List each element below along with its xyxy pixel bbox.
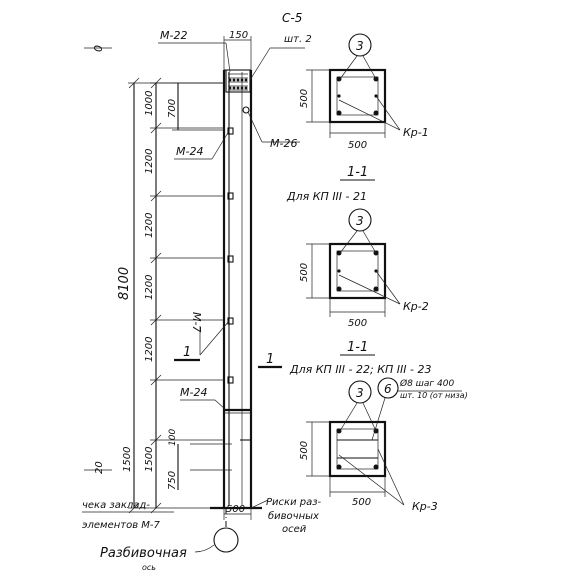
dim-700: 700 xyxy=(167,99,178,118)
section-1-cage: Кр-1 xyxy=(403,126,429,139)
section-3-mark-circle xyxy=(348,380,372,404)
dim-1200-b: 1200 xyxy=(144,213,155,238)
dim-total-8100: 8100 xyxy=(117,267,132,300)
marking-axis-title: Разбивочная xyxy=(100,546,187,561)
column-elevation: 150 М-22 С-5 шт. 2 М-26 М-24 М-7 1 1 М-2… xyxy=(82,11,322,572)
section-2-mark-circle xyxy=(348,208,372,232)
label-m26: М-26 xyxy=(270,137,297,150)
section-3-bar-mark: 3 xyxy=(356,386,364,400)
section-1-caption: Для КП III - 21 xyxy=(286,190,367,203)
dim-1200-c: 1200 xyxy=(144,275,155,300)
dim-bottom-500: 500 xyxy=(226,504,245,515)
dim-750: 750 xyxy=(167,471,178,490)
dim-100: 100 xyxy=(168,429,178,446)
level-zero: 0 xyxy=(92,45,105,52)
section-1-width: 500 xyxy=(348,140,367,151)
axis-risk-line2: бивочных xyxy=(268,510,319,522)
axis-risk-line1: Риски раз- xyxy=(266,497,322,508)
section-3-cage: Кр-3 xyxy=(412,500,438,513)
section-mark-right: 1 xyxy=(266,352,274,367)
dim-1500-a: 1500 xyxy=(122,447,133,472)
section-1-title: 1-1 xyxy=(347,165,368,180)
dim-1200-a: 1200 xyxy=(144,149,155,174)
dim-1000: 1000 xyxy=(144,91,155,116)
axis-risk-line3: осей xyxy=(282,524,307,535)
section-2-outline xyxy=(328,242,387,300)
dim-1500-b: 1500 xyxy=(144,447,155,472)
section-2-title: 1-1 xyxy=(347,340,368,355)
section-mark-left: 1 xyxy=(183,345,191,360)
section-3-side: 500 xyxy=(299,441,310,460)
marking-axis-sub: ось xyxy=(142,563,156,572)
section-1-bars xyxy=(336,76,379,116)
dim-1200-d: 1200 xyxy=(144,337,155,362)
section-3: 3 6 Ø8 шаг 400 шт. 10 (от низа) 500 500 … xyxy=(299,377,468,513)
axis-marker-circle xyxy=(213,527,239,553)
section-3-bar-mark-2: 6 xyxy=(384,382,392,396)
section-3-note-2: шт. 10 (от низа) xyxy=(400,391,468,400)
section-3-outline xyxy=(328,420,387,478)
section-2-width: 500 xyxy=(348,318,367,329)
cap-dots xyxy=(228,78,248,90)
insert-m26 xyxy=(242,106,250,114)
section-1-mark-circle xyxy=(348,33,372,57)
section-1-side: 500 xyxy=(299,89,310,108)
section-3-width: 500 xyxy=(352,497,371,508)
column-cap xyxy=(225,69,251,93)
section-3-note-1: Ø8 шаг 400 xyxy=(399,378,454,389)
section-2: 3 500 500 Кр-2 1-1 Для КП III - 22; КП I… xyxy=(289,208,431,376)
section-1-bar-mark: 3 xyxy=(356,39,364,53)
section-2-caption: Для КП III - 22; КП III - 23 xyxy=(289,363,431,376)
section-2-bars xyxy=(336,250,379,292)
level-20: 20 xyxy=(94,461,105,474)
note-bottom-2: элементов М-7 xyxy=(82,520,161,531)
section-2-bar-mark: 3 xyxy=(356,214,364,228)
cap-hatching xyxy=(228,73,248,91)
label-m22: М-22 xyxy=(160,29,187,42)
label-m24-lower: М-24 xyxy=(180,386,207,399)
section-3-mark-circle-2 xyxy=(377,377,399,399)
label-m24-upper: М-24 xyxy=(176,145,203,158)
section-2-side: 500 xyxy=(299,263,310,282)
label-m7: М-7 xyxy=(190,312,203,332)
section-3-bars xyxy=(336,428,379,470)
embedded-plates xyxy=(227,127,234,384)
section-1: 3 500 500 Кр-1 1-1 Для КП III - 21 xyxy=(286,33,429,203)
label-c5-qty: шт. 2 xyxy=(284,34,312,45)
dim-top-150: 150 xyxy=(229,30,248,41)
label-c5: С-5 xyxy=(282,11,302,25)
section-2-cage: Кр-2 xyxy=(403,300,429,313)
note-bottom-1: чека заклад- xyxy=(82,500,150,511)
section-1-outline xyxy=(328,68,387,124)
